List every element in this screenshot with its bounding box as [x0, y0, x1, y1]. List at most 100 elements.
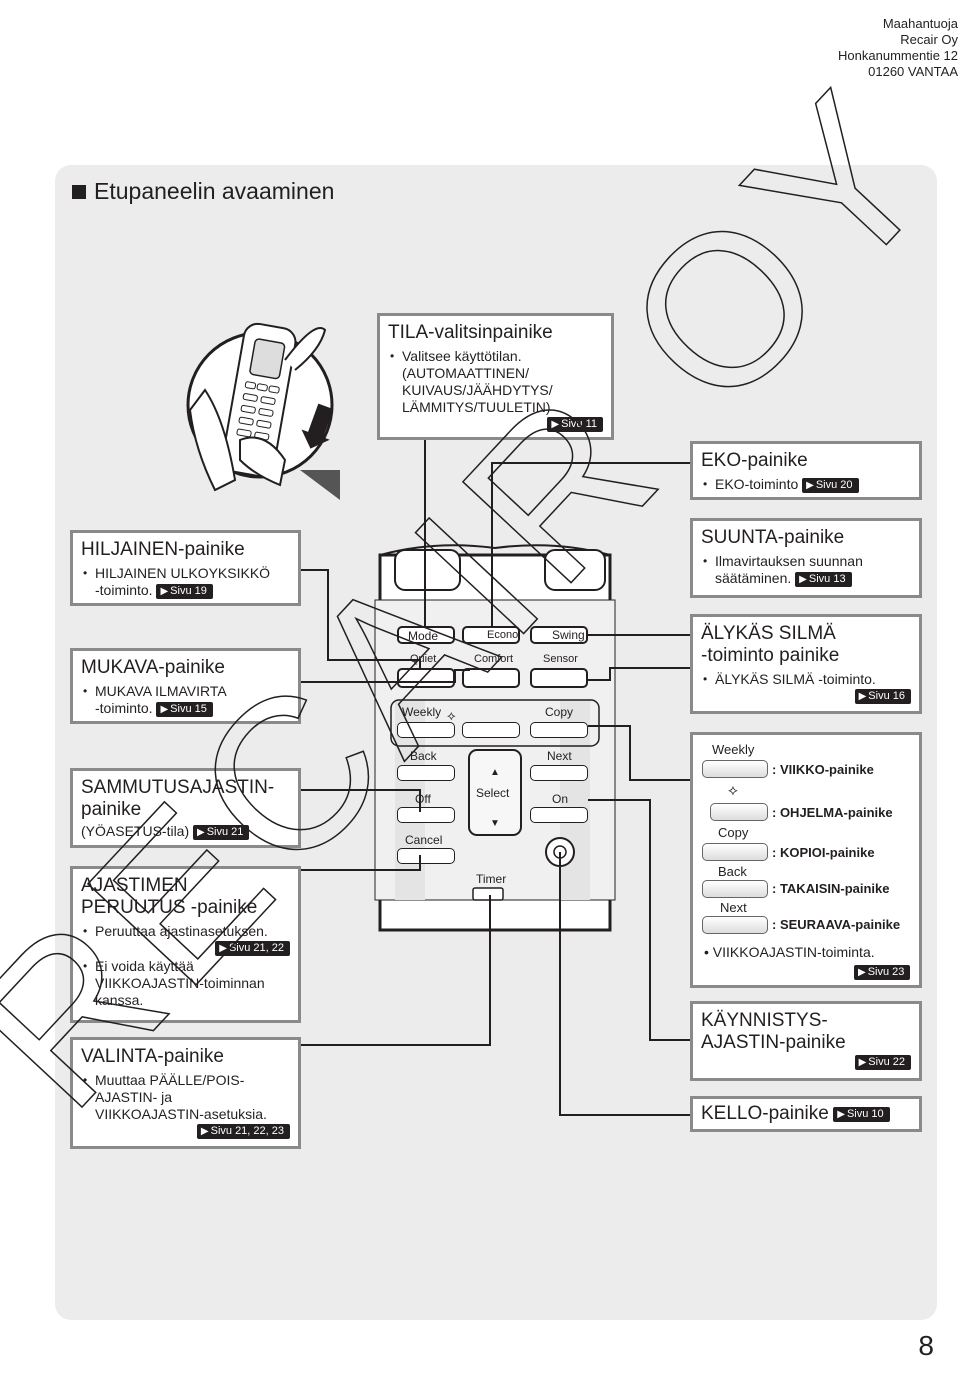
comfort-box: MUKAVA-painike MUKAVA ILMAVIRTA -toimint… [70, 648, 301, 724]
off-button[interactable] [397, 807, 455, 823]
page-ref: Sivu 21, 22 [215, 941, 290, 957]
econo-box: EKO-painike EKO-toiminto Sivu 20 [690, 441, 922, 500]
sleep-timer-title: painike [81, 799, 142, 820]
weekly-legend-desc: : VIIKKO-painike [772, 762, 874, 777]
sensor-button[interactable] [530, 668, 588, 688]
clock-title: KELLO-painike [701, 1103, 829, 1124]
page-ref: Sivu 11 [547, 417, 603, 433]
next-legend-button [702, 916, 768, 934]
intelligent-eye-title: -toiminto painike [701, 645, 840, 666]
svg-text:▲: ▲ [490, 767, 500, 778]
on-timer-title: KÄYNNISTYS- [701, 1010, 828, 1031]
mode-selector-text: KUIVAUS/JÄÄHDYTYS/ [402, 382, 553, 398]
mode-selector-text: LÄMMITYS/TUULETIN) [402, 399, 551, 415]
swing-label: Swing [552, 628, 585, 642]
next-legend-desc: : SEURAAVA-painike [772, 917, 901, 932]
mode-selector-box: TILA-valitsinpainike Valitsee käyttötila… [377, 313, 614, 440]
comfort-bullet: MUKAVA ILMAVIRTA [81, 683, 290, 700]
intelligent-eye-title: ÄLYKÄS SILMÄ [701, 623, 836, 644]
open-panel-illustration [186, 322, 340, 500]
select-label: Select [476, 786, 510, 800]
intelligent-eye-box: ÄLYKÄS SILMÄ -toiminto painike ÄLYKÄS SI… [690, 614, 922, 714]
quiet-bullet: HILJAINEN ULKOYKSIKKÖ [81, 565, 290, 582]
mode-selector-bullet: Valitsee käyttötilan. [388, 348, 603, 365]
on-label: On [552, 792, 569, 806]
econo-label: Econo [487, 629, 519, 641]
page-number: 8 [918, 1330, 934, 1361]
page-ref: Sivu 13 [795, 571, 852, 587]
comfort-label: Comfort [474, 653, 514, 665]
page-ref: Sivu 21 [193, 824, 250, 840]
program-icon: ⟡ [728, 782, 738, 799]
back-legend-desc: : TAKAISIN-painike [772, 881, 890, 896]
swing-bullet: Ilmavirtauksen suunnan [701, 553, 911, 570]
importer-line: Recair Oy [900, 32, 958, 47]
section-title: Etupaneelin avaaminen [94, 178, 335, 204]
swing-text: säätäminen. [715, 570, 792, 586]
square-bullet-icon [72, 184, 86, 199]
back-legend-button [702, 880, 768, 898]
back-label: Back [410, 749, 437, 763]
timer-cancel-title: AJASTIMEN [81, 875, 188, 896]
quiet-label: Quiet [410, 653, 437, 665]
copy-button[interactable] [530, 722, 588, 738]
next-label: Next [547, 749, 572, 763]
on-button[interactable] [530, 807, 588, 823]
quiet-title: HILJAINEN-painike [81, 539, 245, 560]
section-heading: Etupaneelin avaaminen [72, 178, 334, 205]
importer-line: Honkanummentie 12 [838, 48, 958, 63]
swing-box: SUUNTA-painike Ilmavirtauksen suunnan sä… [690, 518, 922, 598]
copy-legend-label: Copy [718, 825, 749, 840]
weekly-legend-button [702, 760, 768, 778]
mode-selector-text: (AUTOMAATTINEN/ [402, 365, 530, 381]
page-ref: Sivu 21, 22, 23 [196, 1124, 290, 1140]
weekly-legend-label: Weekly [712, 742, 755, 757]
quiet-text: -toiminto. [95, 582, 153, 598]
weekly-bullet: • VIIKKOAJASTIN-toiminta. [704, 944, 875, 960]
cancel-label: Cancel [405, 833, 443, 847]
sleep-timer-box: SAMMUTUSAJASTIN- painike (YÖASETUS-tila)… [70, 768, 301, 848]
next-button[interactable] [530, 765, 588, 781]
back-button[interactable] [397, 765, 455, 781]
page-ref: Sivu 23 [854, 965, 911, 981]
importer-address: Maahantuoja Recair Oy Honkanummentie 12 … [838, 16, 958, 80]
program-legend-button [710, 803, 768, 821]
on-timer-title: AJASTIN-painike [701, 1032, 846, 1053]
timer-cancel-title: PERUUTUS -painike [81, 897, 258, 918]
timer-cancel-bullet: Peruuttaa ajastinasetuksen. [81, 923, 290, 940]
cancel-button[interactable] [397, 848, 455, 864]
copy-legend-desc: : KOPIOI-painike [772, 845, 875, 860]
page-ref: Sivu 19 [156, 583, 213, 599]
select-box: VALINTA-painike Muuttaa PÄÄLLE/POIS- AJA… [70, 1037, 301, 1149]
next-legend-label: Next [720, 900, 747, 915]
clock-box: KELLO-painike Sivu 10 [690, 1096, 922, 1132]
sensor-label: Sensor [543, 653, 578, 665]
weekly-label: Weekly [402, 705, 442, 719]
sleep-timer-title: SAMMUTUSAJASTIN- [81, 777, 275, 798]
importer-line: 01260 VANTAA [868, 64, 958, 79]
timer-cancel-text: kanssa. [95, 992, 144, 1008]
program-button[interactable] [462, 722, 520, 738]
comfort-text: -toiminto. [95, 700, 153, 716]
importer-line: Maahantuoja [882, 16, 958, 31]
weekly-bullet-text: VIIKKOAJASTIN-toiminta. [712, 944, 875, 960]
select-bullet: Muuttaa PÄÄLLE/POIS- [81, 1072, 290, 1089]
sleep-timer-text: (YÖASETUS-tila) [81, 823, 190, 839]
page-ref: Sivu 20 [802, 477, 859, 493]
program-legend-desc: : OHJELMA-painike [772, 805, 893, 820]
econo-title: EKO-painike [701, 450, 808, 471]
page-ref: Sivu 10 [833, 1107, 890, 1123]
page-ref: Sivu 15 [156, 701, 213, 717]
timer-cancel-bullet: Ei voida käyttää [81, 958, 290, 975]
timer-cancel-text: VIIKKOAJASTIN-toiminnan [95, 975, 265, 991]
econo-bullet: EKO-toiminto [715, 476, 799, 492]
comfort-button[interactable] [462, 668, 520, 688]
weekly-button[interactable] [397, 722, 455, 738]
select-title: VALINTA-painike [81, 1046, 224, 1067]
swing-button[interactable] [530, 626, 588, 644]
comfort-title: MUKAVA-painike [81, 657, 225, 678]
select-text: VIIKKOAJASTIN-asetuksia. [95, 1106, 267, 1122]
timer-label: Timer [476, 872, 507, 886]
quiet-box: HILJAINEN-painike HILJAINEN ULKOYKSIKKÖ … [70, 530, 301, 606]
weekly-ref-wrap: Sivu 23 [854, 964, 911, 982]
